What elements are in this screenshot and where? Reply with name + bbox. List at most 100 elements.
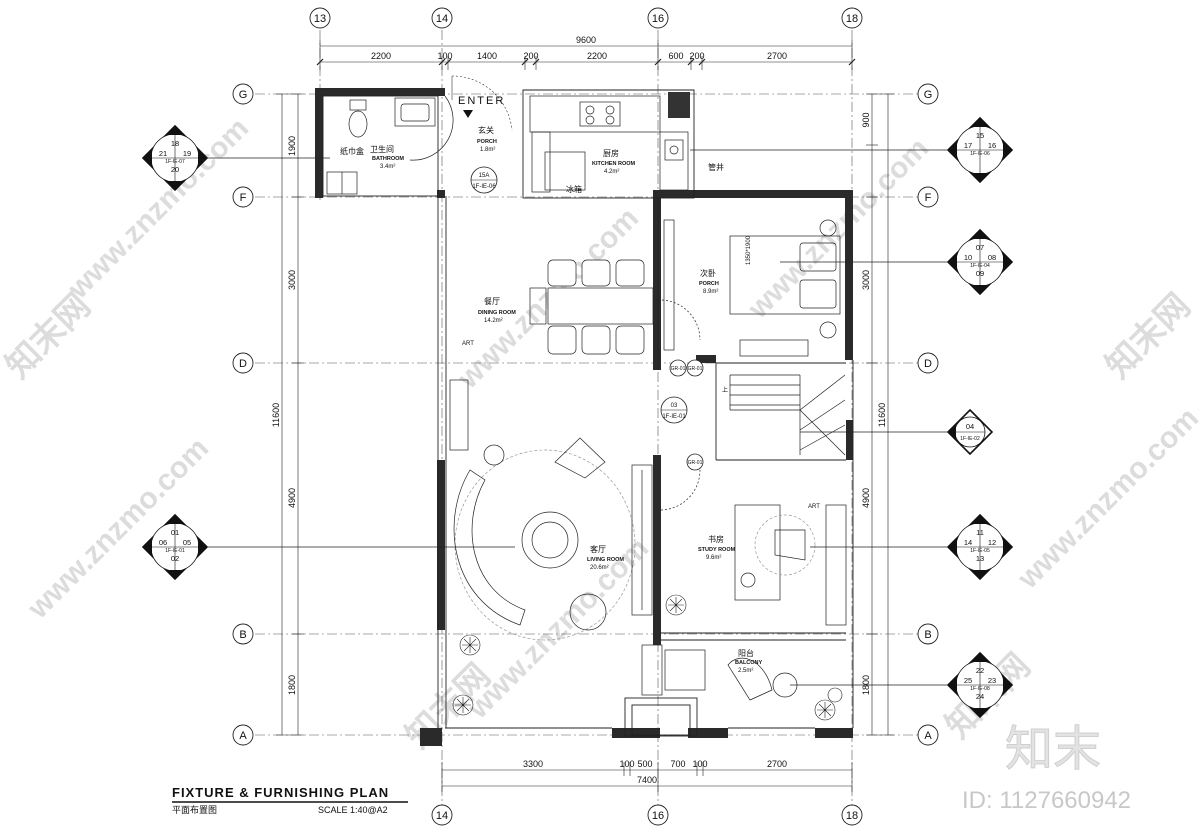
tag-label: 15A — [479, 173, 490, 179]
grid-label: 16 — [652, 13, 664, 25]
title-block: FIXTURE & FURNISHING PLAN 平面布置图 SCALE 1:… — [172, 785, 408, 815]
watermark-text: 知末网 — [0, 287, 98, 386]
dim-right-seg: 4900 — [861, 488, 871, 508]
dim-right-seg: 900 — [861, 112, 871, 127]
room-name-cn: 厨房 — [603, 148, 619, 158]
kitchen-fixtures — [529, 95, 689, 193]
dim-left-total: 11600 — [271, 403, 281, 427]
dimension-lines — [276, 40, 894, 792]
stair-up-label: 上 — [722, 386, 728, 394]
dim-bottom-seg: 2700 — [767, 759, 787, 769]
dimension-ticks — [316, 58, 856, 66]
grid-label: A — [239, 730, 247, 742]
towel-box-label: 纸巾盒 — [340, 146, 364, 156]
elev-num: 15 — [976, 131, 984, 140]
brand-logo-text: 知末 — [1005, 721, 1101, 777]
room-name-en: PORCH — [477, 139, 497, 145]
room-name-cn: 餐厅 — [484, 297, 500, 306]
room-name-en: KITCHEN ROOM — [592, 161, 636, 167]
walls — [315, 88, 853, 746]
dim-top-seg: 2200 — [587, 51, 607, 61]
elev-num: 10 — [964, 253, 972, 262]
room-labels: 卫生间 BATHROOM 3.4m² 玄关 PORCH 1.8m² 厨房 KIT… — [370, 125, 763, 674]
grid-label: 14 — [436, 13, 448, 25]
elev-num: 23 — [988, 676, 996, 685]
dim-top-total: 9600 — [576, 35, 596, 45]
elev-num: 25 — [964, 676, 972, 685]
pipe-shaft-label: 管井 — [708, 162, 724, 172]
dim-bottom-seg: 100 — [692, 759, 707, 769]
enter-arrow-icon — [463, 110, 473, 118]
grid-bubbles-top: 13 14 16 18 — [309, 7, 863, 29]
dim-left-seg: 4900 — [287, 488, 297, 508]
dim-bottom-seg: 100 — [619, 759, 634, 769]
elev-num: 04 — [966, 422, 974, 431]
elev-num: 17 — [964, 141, 972, 150]
dim-bottom-seg: 500 — [637, 759, 652, 769]
art-label: ART — [808, 504, 820, 510]
elev-num: 02 — [171, 554, 179, 563]
elevation-symbol: 22 25 23 24 1F-IE-08 — [947, 652, 1013, 718]
grid-label: F — [925, 192, 932, 204]
grid-label: G — [924, 89, 933, 101]
room-name-cn: 次卧 — [700, 268, 716, 278]
bedroom-furniture — [657, 219, 841, 357]
grid-bubbles-left: G F D B A — [232, 83, 254, 746]
dim-bottom-total: 7400 — [637, 775, 657, 785]
elevation-symbol: 11 14 12 13 1F-IE-05 — [947, 514, 1013, 580]
grid-label: 18 — [846, 810, 858, 822]
room-name-en: PORCH — [699, 281, 719, 287]
elev-num: 19 — [183, 149, 191, 158]
elevation-symbol: 18 21 19 20 1F-IE-07 — [142, 125, 208, 191]
elev-num: 11 — [976, 528, 984, 537]
entry-door — [451, 75, 513, 131]
watermark-text: 知末网 — [1099, 287, 1198, 386]
room-area: 9.6m² — [706, 555, 721, 561]
tag-label: GR-01 — [671, 366, 686, 372]
elev-num: 12 — [988, 538, 996, 547]
living-room-furniture — [449, 379, 653, 641]
elev-num: 06 — [159, 538, 167, 547]
grid-label: F — [240, 192, 247, 204]
elev-num: 13 — [976, 554, 984, 563]
dim-top-seg: 200 — [523, 51, 538, 61]
dining-set — [529, 259, 654, 355]
elev-num: 05 — [183, 538, 191, 547]
brand-logo: 知末 ID: 1127660942 — [962, 721, 1131, 815]
room-area: 3.4m² — [380, 164, 395, 170]
watermark-layer: www.znzmo.com www.znzmo.com www.znzmo.co… — [0, 112, 1200, 756]
staircase — [729, 374, 846, 456]
dim-bottom-seg: 700 — [670, 759, 685, 769]
dim-left-seg: 1800 — [287, 675, 297, 695]
tag-icon — [686, 359, 704, 377]
dim-top-seg: 2700 — [767, 51, 787, 61]
dim-left-seg: 3000 — [287, 270, 297, 290]
elev-num: 01 — [171, 528, 179, 537]
elev-num: 08 — [988, 253, 996, 262]
dim-right-seg: 3000 — [861, 270, 871, 290]
elev-num: 21 — [159, 149, 167, 158]
tag-icon — [686, 453, 704, 471]
study-furniture — [660, 469, 847, 626]
elev-num: 14 — [964, 538, 972, 547]
outlines — [322, 89, 854, 737]
room-name-cn: 卫生间 — [370, 144, 394, 154]
art-label: ART — [462, 341, 474, 347]
room-area: 20.6m² — [590, 565, 609, 571]
watermark-text: www.znzmo.com — [741, 132, 935, 326]
grid-label: D — [924, 358, 932, 370]
dim-right-total: 11600 — [877, 403, 887, 427]
bed-size-label: 1350*1900 — [746, 235, 752, 265]
room-area: 14.2m² — [484, 318, 503, 324]
dim-left-seg: 1900 — [287, 136, 297, 156]
room-area: 2.5m² — [738, 668, 753, 674]
dim-top-seg: 200 — [689, 51, 704, 61]
room-name-en: BATHROOM — [372, 156, 404, 162]
tag-icon — [669, 359, 687, 377]
elev-num: 22 — [976, 666, 984, 675]
room-name-cn: 阳台 — [738, 648, 754, 658]
grid-label: A — [924, 730, 932, 742]
room-name-en: BALCONY — [735, 660, 763, 666]
elev-num: 18 — [171, 139, 179, 148]
